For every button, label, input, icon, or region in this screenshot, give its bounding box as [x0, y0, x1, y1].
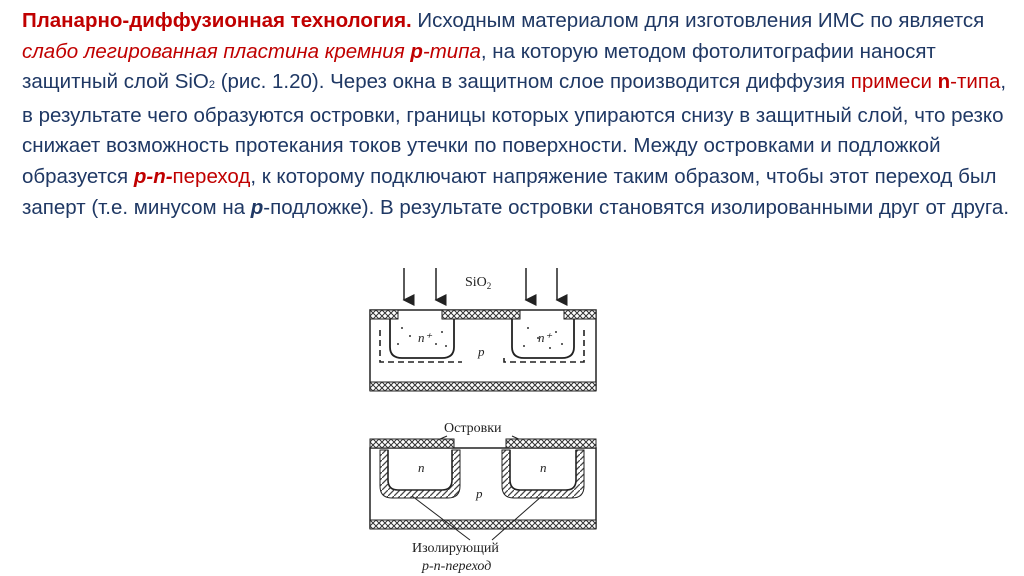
- highlight-impurity: примеси: [850, 70, 938, 94]
- caption-line-1: Изолирующий: [412, 541, 499, 556]
- text-segment: -подложке). В результате островки станов…: [263, 195, 1010, 219]
- wafer-top: [369, 309, 597, 392]
- wafer-bottom: [369, 438, 597, 530]
- highlight-type-suffix: -типа: [950, 70, 1001, 94]
- paragraph-title: Планарно-диффузионная технология.: [22, 9, 412, 32]
- highlight-junction: переход: [172, 164, 251, 188]
- leader-line: [491, 495, 543, 541]
- diffusion-arrows: [402, 268, 568, 306]
- text-segment: (рис. 1.20). Через окна в защитном слое …: [215, 70, 851, 94]
- text-segment: , в результате чего образуются островки,…: [22, 70, 1007, 188]
- leader-line: [411, 495, 471, 541]
- highlight-p-letter: р: [410, 39, 423, 63]
- caption-line-2: p-n-переход: [421, 559, 491, 574]
- p-letter: р: [250, 195, 264, 219]
- body-paragraph: Планарно-диффузионная технология. Исходн…: [22, 6, 1012, 223]
- text-segment: Исходным материалом для изготовления ИМС…: [411, 9, 985, 32]
- p-label: p: [477, 344, 485, 359]
- p-label: p: [475, 486, 483, 501]
- diagram-svg: SiO2 n⁺ n⁺ p: [369, 268, 597, 574]
- n-plus-label: n⁺: [538, 330, 553, 345]
- islands-label: Островки: [444, 421, 502, 436]
- n-label: n: [540, 460, 547, 475]
- text-segment: , к которому подключают напряжение таким…: [22, 164, 997, 219]
- highlight-type-suffix: -типа: [422, 39, 481, 63]
- text-segment: , на которую методом фотолитографии нано…: [22, 39, 936, 94]
- n-plus-label: n⁺: [418, 330, 433, 345]
- figure-planar-diffusion: SiO2 n⁺ n⁺ p: [352, 262, 612, 576]
- highlight-pn: p-n-: [133, 164, 173, 188]
- highlight-substrate: слабо легированная пластина кремния: [22, 39, 411, 63]
- subscript: 2: [208, 79, 215, 92]
- highlight-n-letter: n: [937, 70, 951, 94]
- sio2-label: SiO2: [465, 275, 491, 291]
- n-label: n: [418, 460, 425, 475]
